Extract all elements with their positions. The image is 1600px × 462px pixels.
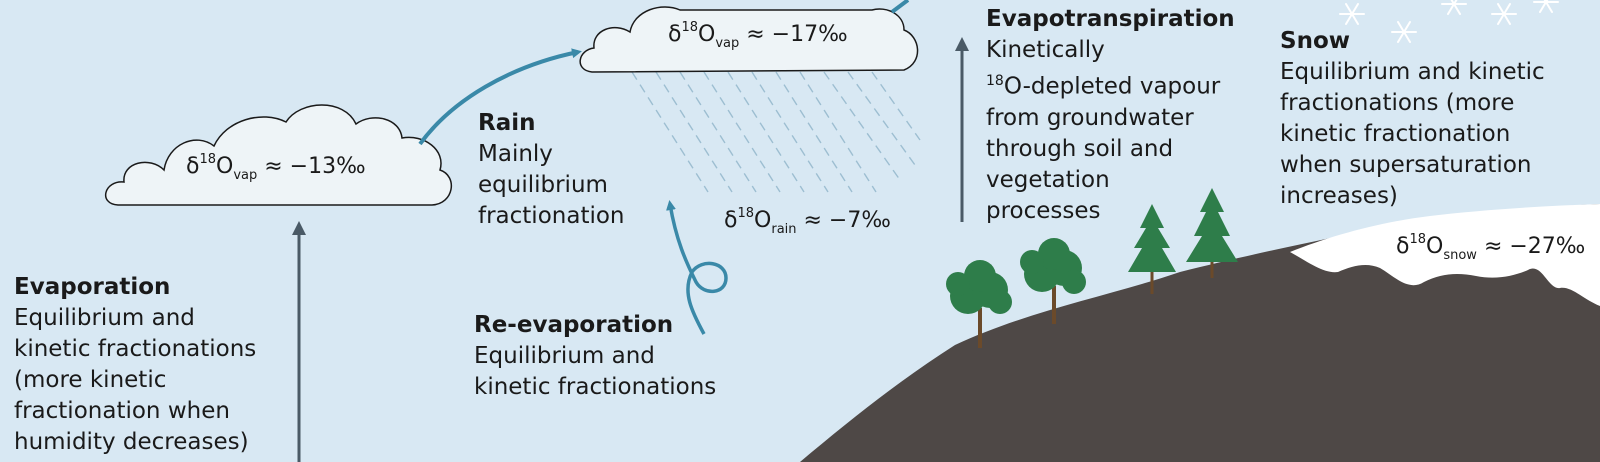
rain-line: Mainly [478, 141, 553, 167]
transport-arrow-top [890, 0, 910, 14]
evaporation-line: kinetic fractionations [14, 336, 257, 362]
evaporation-line: (more kinetic [14, 367, 167, 393]
snow-line: fractionations (more [1280, 90, 1515, 116]
value-vapour-low: δ18Ovap ≈ −13‰ [186, 152, 366, 183]
evaporation-line: humidity decreases) [14, 429, 249, 455]
evaporation-block: Evaporation Equilibrium and kinetic frac… [14, 272, 256, 458]
evapotranspiration-line: from groundwater [986, 104, 1194, 131]
reevaporation-line: Equilibrium and [474, 343, 655, 369]
rain-heading: Rain [478, 110, 536, 136]
snow-block: Snow Equilibrium and kinetic fractionati… [1280, 26, 1545, 212]
tree-conifer-2 [1186, 188, 1238, 278]
snowflakes [1339, 0, 1559, 43]
cloud-high [579, 6, 919, 73]
tree-deciduous-2 [1020, 238, 1086, 324]
evapotranspiration-line: Kinetically [986, 37, 1105, 63]
evapotranspiration-line: processes [986, 197, 1101, 224]
rain-streaks [631, 71, 921, 193]
value-snow: δ18Osnow ≈ −27‰ [1396, 232, 1586, 263]
snow-line: Equilibrium and kinetic [1280, 59, 1545, 85]
evapotranspiration-block: Evapotranspiration Kinetically 18O-deple… [986, 4, 1235, 227]
snow-line: kinetic fractionation [1280, 121, 1511, 147]
evapotranspiration-line: 18O-depleted vapour [986, 73, 1221, 100]
cloud-low [104, 104, 453, 206]
snow-heading: Snow [1280, 28, 1350, 54]
rain-line: equilibrium [478, 172, 608, 198]
evapotranspiration-line: vegetation [986, 166, 1110, 193]
evapotranspiration-heading: Evapotranspiration [986, 6, 1235, 32]
tree-conifer-1 [1128, 204, 1176, 294]
value-vapour-high: δ18Ovap ≈ −17‰ [668, 20, 848, 51]
evaporation-line: Equilibrium and [14, 305, 195, 331]
evaporation-heading: Evaporation [14, 274, 171, 300]
reevaporation-line: kinetic fractionations [474, 374, 717, 400]
evaporation-line: fractionation when [14, 398, 230, 424]
snow-line: when supersaturation [1280, 152, 1532, 178]
rain-block: Rain Mainly equilibrium fractionation [478, 108, 625, 232]
reevaporation-arrow [666, 200, 728, 335]
snow-cap [1290, 204, 1600, 306]
snow-line: increases) [1280, 183, 1398, 209]
rain-line: fractionation [478, 203, 625, 229]
tree-deciduous-1 [946, 260, 1012, 348]
transport-arrow [418, 48, 582, 146]
value-rain: δ18Orain ≈ −7‰ [724, 206, 891, 237]
reevaporation-heading: Re-evaporation [474, 312, 674, 338]
evapotranspiration-line: through soil and [986, 135, 1174, 162]
reevaporation-block: Re-evaporation Equilibrium and kinetic f… [474, 310, 716, 403]
